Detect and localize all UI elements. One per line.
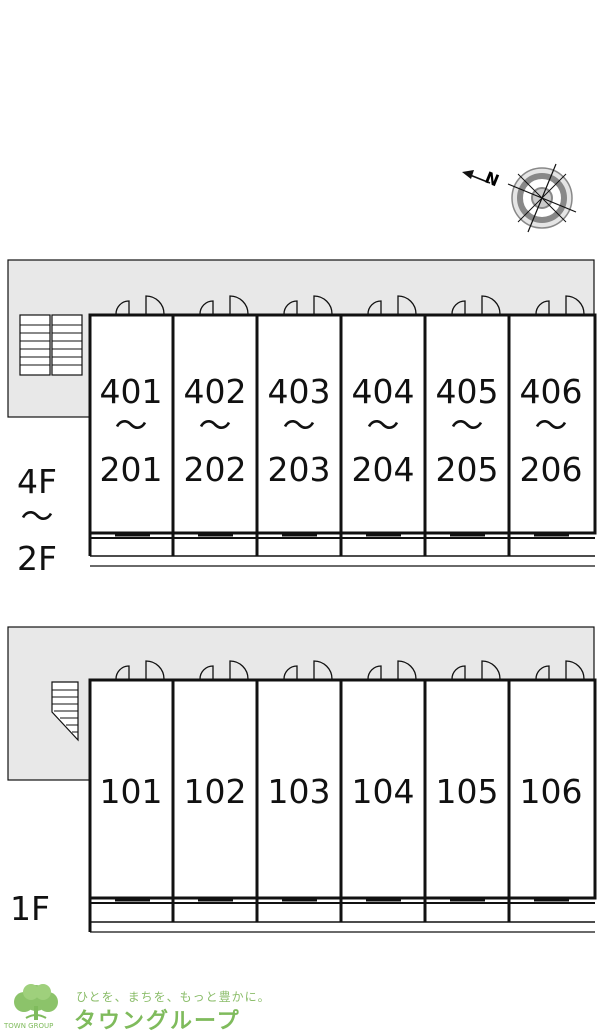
unit-bottom-number: 204 <box>352 450 415 489</box>
upper-block: 401 〜 201 402 〜 202 403 〜 203 404 〜 204 … <box>7 259 597 578</box>
lower-units: 101 102 103 104 105 106 <box>100 772 583 811</box>
footer-brand-name: タウングループ <box>74 1009 241 1034</box>
unit-bottom-number: 205 <box>436 450 499 489</box>
unit-104: 104 <box>352 772 415 811</box>
unit-bottom-number: 206 <box>520 450 583 489</box>
unit-406-206: 406 〜 206 <box>520 372 583 489</box>
unit-bottom-number: 202 <box>184 450 247 489</box>
unit-top-number: 404 <box>352 372 415 411</box>
footer-slogan: ひとを、まちを、もっと豊かに。 <box>76 990 271 1004</box>
unit-range-mark: 〜 <box>535 406 568 445</box>
unit-top-number: 406 <box>520 372 583 411</box>
unit-range-mark: 〜 <box>199 406 232 445</box>
unit-top-number: 402 <box>184 372 247 411</box>
unit-405-205: 405 〜 205 <box>436 372 499 489</box>
unit-401-201: 401 〜 201 <box>100 372 163 489</box>
floor-top-label: 4F <box>17 462 57 501</box>
unit-103: 103 <box>268 772 331 811</box>
upper-balcony <box>90 533 595 567</box>
upper-floor-label: 4F 〜 2F <box>17 462 57 578</box>
unit-105: 105 <box>436 772 499 811</box>
compass-rose-icon <box>507 163 577 233</box>
unit-top-number: 405 <box>436 372 499 411</box>
unit-top-number: 403 <box>268 372 331 411</box>
floor-bottom-label: 2F <box>17 539 57 578</box>
footer-brand-english: TOWN GROUP <box>4 1022 54 1030</box>
unit-range-mark: 〜 <box>283 406 316 445</box>
lower-block: 101 102 103 104 105 106 1F <box>7 626 597 933</box>
unit-bottom-number: 201 <box>100 450 163 489</box>
unit-top-number: 401 <box>100 372 163 411</box>
footer: ひとを、まちを、もっと豊かに。 タウングループ TOWN GROUP <box>0 980 600 1035</box>
unit-403-203: 403 〜 203 <box>268 372 331 489</box>
unit-102: 102 <box>184 772 247 811</box>
upper-staircase <box>19 314 83 376</box>
lower-balcony <box>90 898 595 933</box>
unit-101: 101 <box>100 772 163 811</box>
lower-staircase <box>51 681 79 742</box>
unit-range-mark: 〜 <box>451 406 484 445</box>
tree-logo-icon <box>14 984 58 1020</box>
unit-range-mark: 〜 <box>115 406 148 445</box>
upper-units: 401 〜 201 402 〜 202 403 〜 203 404 〜 204 … <box>100 372 583 489</box>
unit-range-mark: 〜 <box>367 406 400 445</box>
floor-range-mark: 〜 <box>21 497 54 536</box>
unit-402-202: 402 〜 202 <box>184 372 247 489</box>
unit-106: 106 <box>520 772 583 811</box>
floor-1f-label: 1F <box>10 889 50 928</box>
north-label: N <box>482 168 502 191</box>
unit-bottom-number: 203 <box>268 450 331 489</box>
compass: N <box>462 163 577 233</box>
unit-404-204: 404 〜 204 <box>352 372 415 489</box>
north-arrow-icon <box>462 170 491 184</box>
